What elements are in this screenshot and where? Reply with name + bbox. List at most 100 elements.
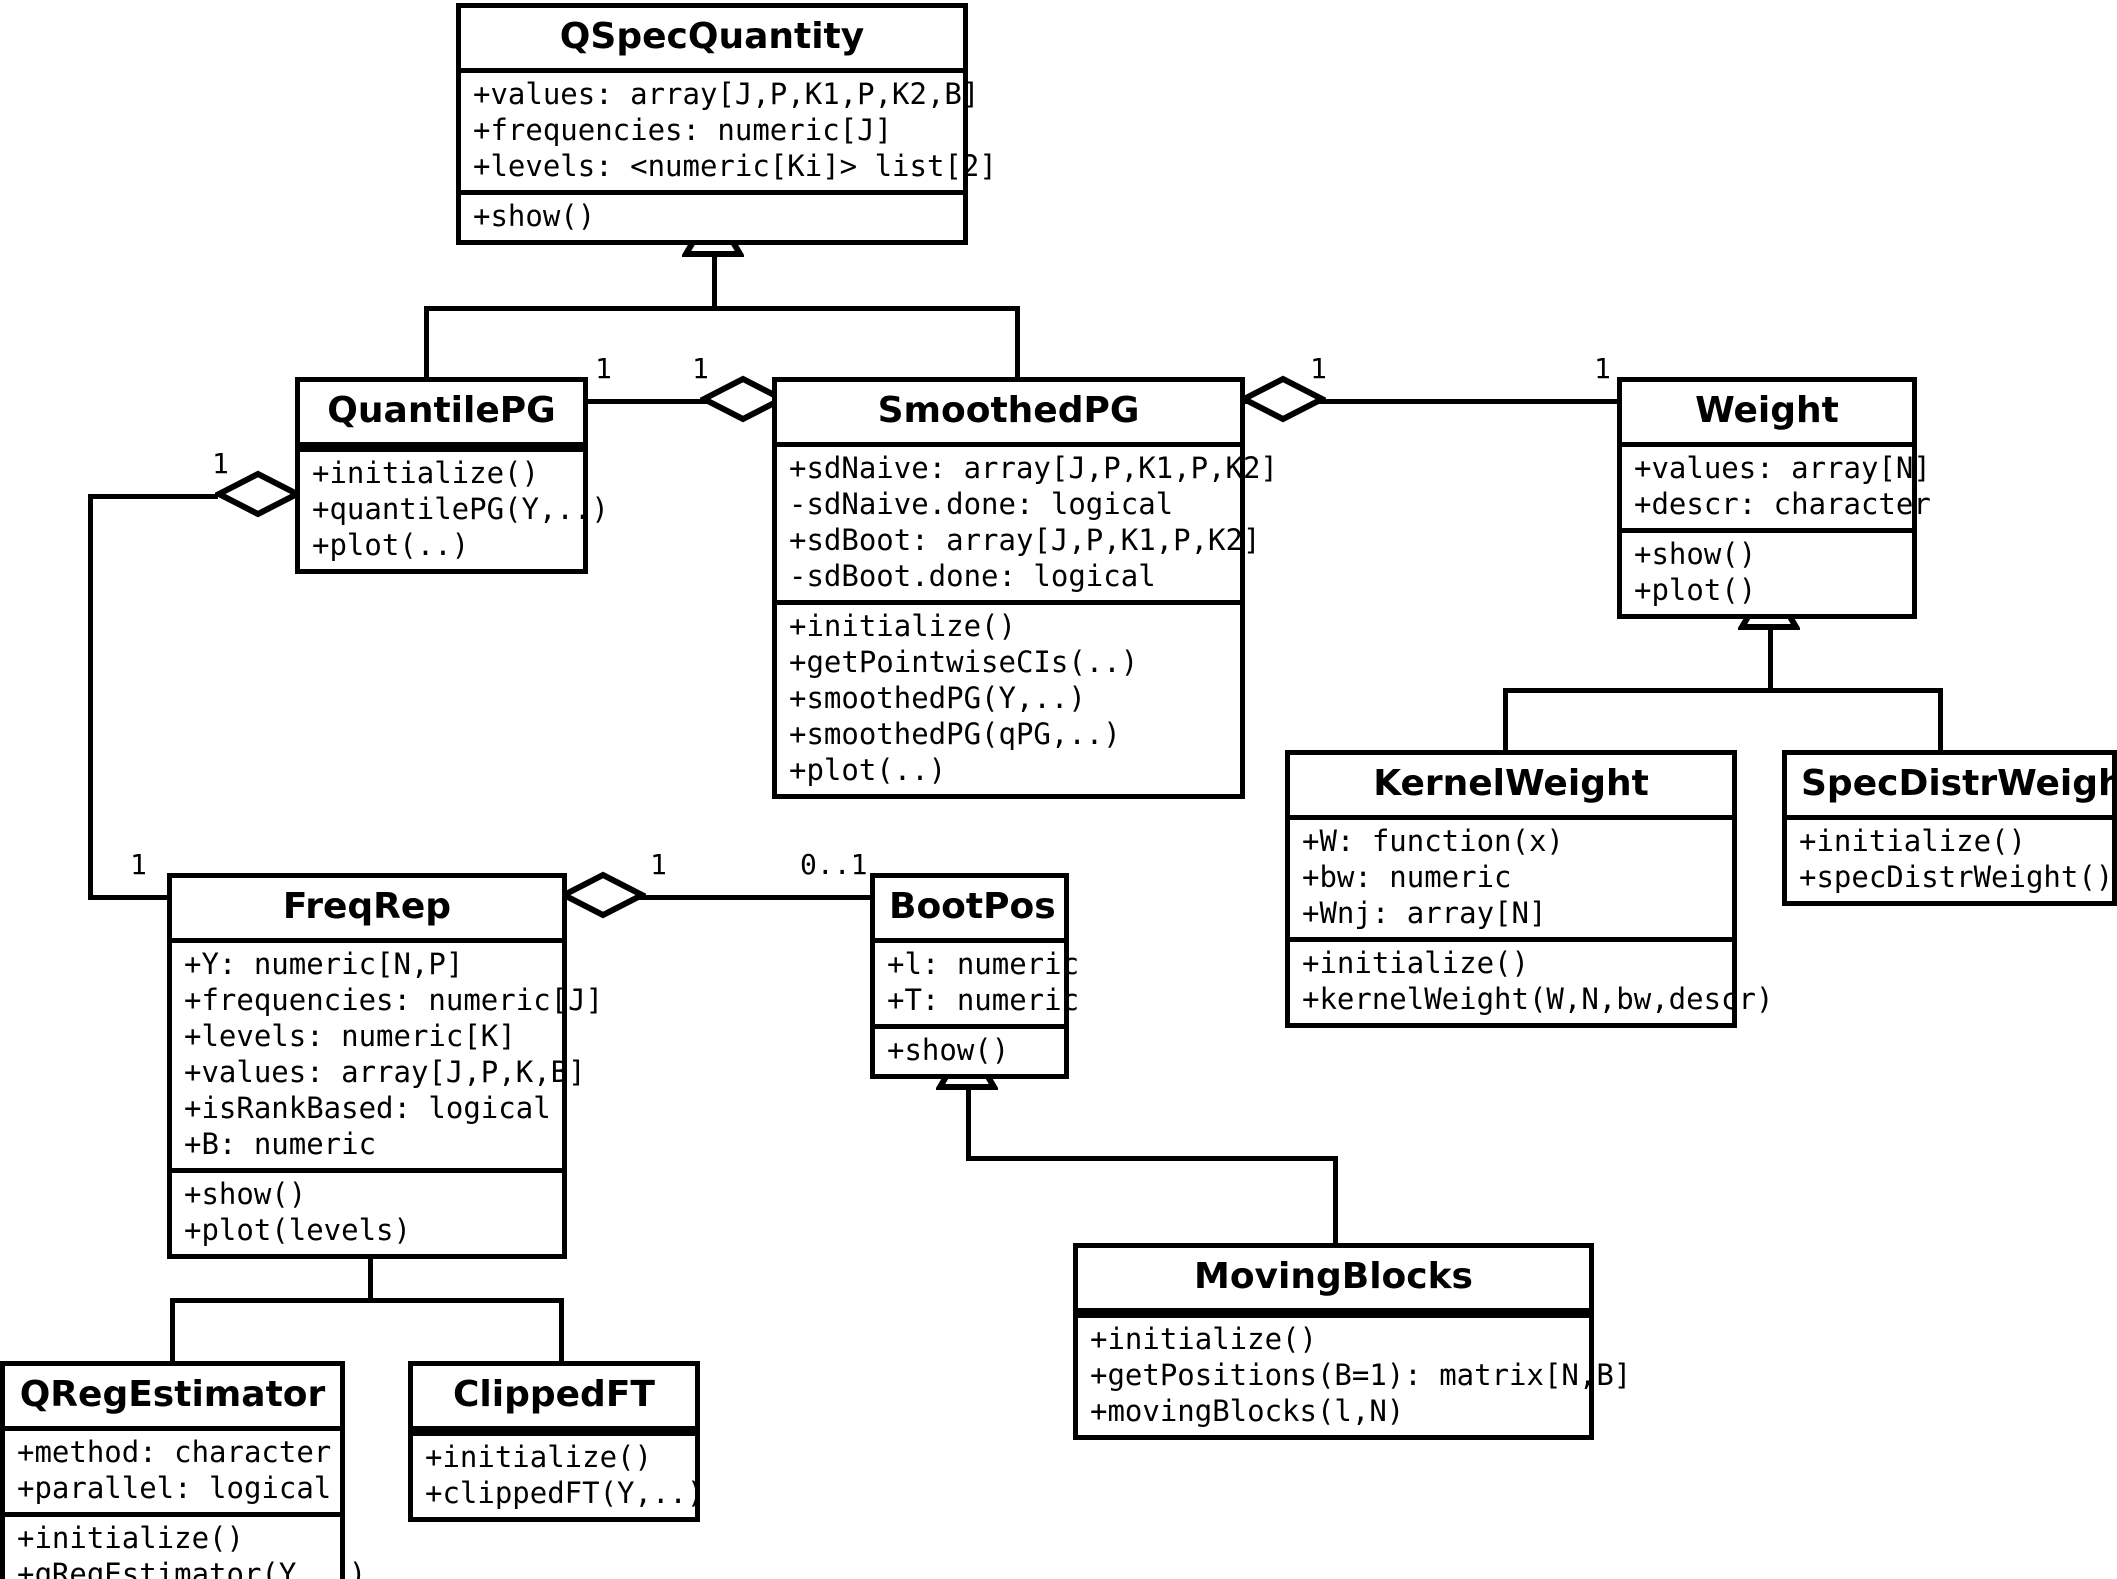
multiplicity-freqrep-right: 1 <box>650 848 667 881</box>
methods-freqrep: +show() +plot(levels) <box>172 1173 562 1254</box>
class-box-qregestimator[interactable]: QRegEstimator +method: character +parall… <box>0 1361 366 1579</box>
class-name-movingblocks: MovingBlocks <box>1194 1256 1473 1297</box>
method-row: +initialize() <box>17 1520 244 1555</box>
class-name-freqrep: FreqRep <box>282 886 452 927</box>
compartment-divider <box>172 1167 562 1173</box>
class-name-smoothedpg: SmoothedPG <box>877 390 1140 431</box>
agg-line-quantilepg-freqrep-bottom <box>88 895 168 900</box>
class-name-bootpos: BootPos <box>889 886 1056 927</box>
method-row: +movingBlocks(l,N) <box>1090 1393 1405 1428</box>
compartment-divider <box>875 938 1064 943</box>
methods-quantilepg: +initialize() +quantilePG(Y,..) +plot(..… <box>300 452 609 569</box>
class-name-qregestimator: QRegEstimator <box>19 1374 326 1415</box>
compartment-divider <box>413 1426 695 1431</box>
agg-line-quantilepg-smoothedpg <box>588 399 713 404</box>
method-row: +plot(..) <box>789 752 947 787</box>
method-row: +initialize() <box>1799 824 2026 858</box>
class-box-weight[interactable]: Weight +values: array[N] +descr: charact… <box>1617 377 1931 619</box>
attributes-kernelweight: +W: function(x) +bw: numeric +Wnj: array… <box>1290 820 1732 937</box>
gen-line-bootpos-bar <box>966 1156 1338 1161</box>
class-name-quantilepg: QuantilePG <box>327 390 556 431</box>
methods-qspecquantity: +show() <box>461 195 963 240</box>
method-row: +initialize() <box>312 456 539 490</box>
method-row: +quantilePG(Y,..) <box>312 491 609 526</box>
gen-line-bootpos-stem <box>966 1085 971 1161</box>
class-box-clippedft[interactable]: ClippedFT +initialize() +clippedFT(Y,..) <box>408 1361 704 1522</box>
methods-bootpos: +show() <box>875 1029 1064 1074</box>
compartment-divider <box>461 189 963 195</box>
class-box-freqrep[interactable]: FreqRep +Y: numeric[N,P] +frequencies: n… <box>167 873 603 1259</box>
compartment-divider <box>1290 815 1732 820</box>
attribute-row: +l: numeric <box>887 947 1080 981</box>
attribute-row: -sdNaive.done: logical <box>789 486 1174 521</box>
methods-clippedft: +initialize() +clippedFT(Y,..) <box>413 1436 704 1517</box>
aggregation-diamond-freqrep-bootpos <box>560 871 646 919</box>
attribute-row: +B: numeric <box>184 1126 377 1161</box>
class-box-quantilepg[interactable]: QuantilePG +initialize() +quantilePG(Y,.… <box>295 377 609 574</box>
gen-line-quantilepg-riser <box>424 306 429 381</box>
method-row: +getPointwiseCIs(..) <box>789 644 1139 679</box>
compartment-divider <box>875 1023 1064 1029</box>
method-row: +show() <box>1634 536 1757 571</box>
attributes-bootpos: +l: numeric +T: numeric <box>875 943 1080 1024</box>
method-row: +smoothedPG(Y,..) <box>789 680 1086 715</box>
gen-line-qspec-bar <box>424 306 1020 311</box>
gen-line-smoothedpg-riser <box>1015 306 1020 381</box>
gen-line-kernelweight-riser <box>1503 688 1508 752</box>
multiplicity-quantilepg-freqrep-top: 1 <box>212 447 229 480</box>
attribute-row: +levels: <numeric[Ki]> list[2] <box>473 148 997 183</box>
compartment-divider <box>777 442 1240 447</box>
compartment-divider <box>1622 442 1912 447</box>
methods-weight: +show() +plot() <box>1622 533 1912 614</box>
compartment-divider <box>777 599 1240 605</box>
attribute-row: +W: function(x) <box>1302 824 1564 858</box>
gen-line-qspec-stem <box>712 210 717 310</box>
class-name-clippedft: ClippedFT <box>453 1374 655 1415</box>
class-name-weight: Weight <box>1695 390 1839 431</box>
gen-line-movingblocks-riser <box>1333 1156 1338 1246</box>
class-box-bootpos[interactable]: BootPos +l: numeric +T: numeric +show() <box>870 873 1080 1079</box>
gen-line-weight-bar <box>1503 688 1943 693</box>
multiplicity-smoothedpg-right: 1 <box>1310 352 1327 385</box>
method-row: +show() <box>473 198 596 233</box>
attributes-smoothedpg: +sdNaive: array[J,P,K1,P,K2] -sdNaive.do… <box>777 447 1278 600</box>
compartment-divider <box>5 1511 340 1517</box>
class-box-smoothedpg[interactable]: SmoothedPG +sdNaive: array[J,P,K1,P,K2] … <box>772 377 1278 799</box>
compartment-divider <box>1078 1313 1589 1318</box>
agg-line-quantilepg-freqrep-vert <box>88 494 93 900</box>
class-box-kernelweight[interactable]: KernelWeight +W: function(x) +bw: numeri… <box>1285 750 1773 1028</box>
agg-line-quantilepg-freqrep-top <box>88 494 218 499</box>
attribute-row: +bw: numeric <box>1302 859 1512 894</box>
compartment-divider <box>1290 936 1732 942</box>
class-box-movingblocks[interactable]: MovingBlocks +initialize() +getPositions… <box>1073 1243 1631 1440</box>
class-box-specdistrweight[interactable]: SpecDistrWeight +initialize() +specDistr… <box>1782 750 2117 906</box>
attribute-row: +sdNaive: array[J,P,K1,P,K2] <box>789 451 1278 485</box>
class-name-specdistrweight: SpecDistrWeight <box>1801 763 2117 804</box>
class-box-qspecquantity[interactable]: QSpecQuantity +values: array[J,P,K1,P,K2… <box>456 3 997 245</box>
gen-line-specdistrweight-riser <box>1938 688 1943 752</box>
method-row: +initialize() <box>425 1440 652 1474</box>
attributes-weight: +values: array[N] +descr: character <box>1622 447 1931 528</box>
method-row: +specDistrWeight() <box>1799 859 2114 894</box>
agg-line-freqrep-bootpos <box>598 895 873 900</box>
multiplicity-weight-left: 1 <box>1594 352 1611 385</box>
compartment-divider <box>461 68 963 73</box>
attribute-row: +values: array[N] <box>1634 451 1931 485</box>
attribute-row: +levels: numeric[K] <box>184 1018 516 1053</box>
attribute-row: +sdBoot: array[J,P,K1,P,K2] <box>789 522 1261 557</box>
method-row: +plot(..) <box>312 527 470 562</box>
multiplicity-quantilepg-freqrep-bottom: 1 <box>130 848 147 881</box>
compartment-divider <box>1078 1308 1589 1313</box>
methods-smoothedpg: +initialize() +getPointwiseCIs(..) +smoo… <box>777 605 1240 794</box>
attributes-qspecquantity: +values: array[J,P,K1,P,K2,B] +frequenci… <box>461 73 997 190</box>
compartment-divider <box>5 1426 340 1431</box>
gen-line-qregestimator-riser <box>170 1298 175 1364</box>
multiplicity-smoothedpg-left: 1 <box>692 352 709 385</box>
multiplicity-quantilepg-right: 1 <box>595 352 612 385</box>
methods-specdistrweight: +initialize() +specDistrWeight() <box>1787 820 2114 901</box>
attribute-row: +Wnj: array[N] <box>1302 895 1547 930</box>
method-row: +plot(levels) <box>184 1212 411 1247</box>
gen-line-weight-stem <box>1768 583 1773 693</box>
methods-kernelweight: +initialize() +kernelWeight(W,N,bw,descr… <box>1290 942 1773 1023</box>
method-row: +initialize() <box>789 608 1016 643</box>
